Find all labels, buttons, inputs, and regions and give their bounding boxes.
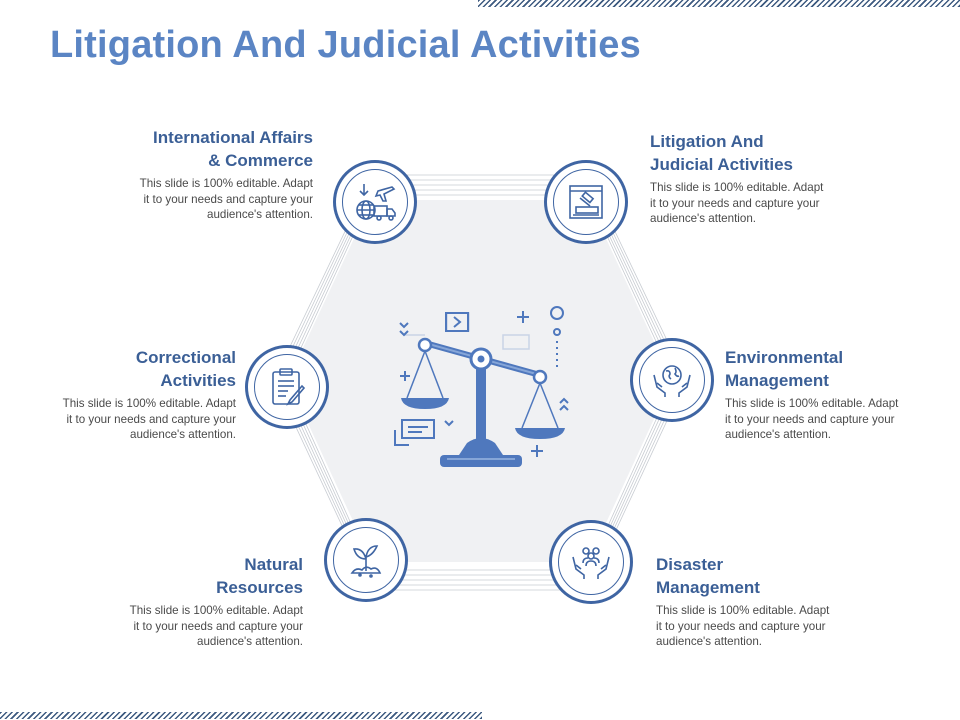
item-body: This slide is 100% editable. Adapt it to … bbox=[98, 176, 313, 223]
international-affairs-badge bbox=[333, 160, 417, 244]
body-line: This slide is 100% editable. Adapt bbox=[725, 397, 899, 410]
item-body: This slide is 100% editable. Adapt it to … bbox=[656, 603, 871, 650]
environmental-badge bbox=[630, 338, 714, 422]
decorative-stripe-bottom bbox=[0, 712, 482, 719]
hands-globe-icon bbox=[653, 365, 691, 397]
slide-title: Litigation And Judicial Activities bbox=[50, 24, 641, 66]
heading-line: Litigation And bbox=[650, 132, 764, 151]
litigation-badge bbox=[544, 160, 628, 244]
item-body: This slide is 100% editable. Adapt it to … bbox=[725, 396, 940, 443]
body-line: This slide is 100% editable. Adapt bbox=[650, 181, 824, 194]
body-line: it to your needs and capture your bbox=[650, 196, 820, 210]
heading-line: Correctional bbox=[135, 348, 236, 367]
body-line: audience's attention. bbox=[725, 428, 831, 441]
heading-line: International Affairs bbox=[153, 128, 313, 147]
body-line: This slide is 100% editable. Adapt bbox=[656, 604, 830, 617]
correctional-badge bbox=[245, 345, 329, 429]
body-line: audience's attention. bbox=[207, 208, 313, 221]
body-line: This slide is 100% editable. Adapt bbox=[139, 177, 313, 190]
body-line: it to your needs and capture your bbox=[725, 412, 895, 426]
body-line: audience's attention. bbox=[130, 428, 236, 441]
item-body: This slide is 100% editable. Adapt it to … bbox=[88, 603, 303, 650]
heading-line: Judicial Activities bbox=[650, 155, 793, 174]
heading-line: Management bbox=[725, 371, 829, 390]
balance-scale-icon bbox=[394, 306, 569, 467]
decorative-stripe-top bbox=[478, 0, 960, 7]
heading-line: Environmental bbox=[725, 348, 844, 367]
heading-line: Resources bbox=[216, 578, 303, 597]
item-body: This slide is 100% editable. Adapt it to … bbox=[650, 180, 865, 227]
item-heading: International Affairs & Commerce bbox=[98, 126, 313, 172]
body-line: This slide is 100% editable. Adapt bbox=[129, 604, 303, 617]
body-line: audience's attention. bbox=[656, 635, 762, 648]
body-line: it to your needs and capture your bbox=[66, 412, 236, 426]
body-line: audience's attention. bbox=[197, 635, 303, 648]
court-gavel-icon bbox=[569, 185, 603, 219]
body-line: it to your needs and capture your bbox=[143, 192, 313, 206]
international-affairs-item: International Affairs & Commerce This sli… bbox=[98, 126, 313, 223]
heading-line: Disaster bbox=[656, 555, 724, 574]
body-line: it to your needs and capture your bbox=[656, 619, 826, 633]
sprout-icon bbox=[350, 545, 382, 578]
natural-resources-badge bbox=[324, 518, 408, 602]
body-line: audience's attention. bbox=[650, 212, 756, 225]
heading-line: Natural bbox=[244, 555, 303, 574]
clipboard-pen-icon bbox=[272, 368, 306, 406]
heading-line: Activities bbox=[160, 371, 236, 390]
body-line: This slide is 100% editable. Adapt bbox=[62, 397, 236, 410]
disaster-management-badge bbox=[549, 520, 633, 604]
globe-plane-truck-icon bbox=[356, 184, 396, 221]
item-body: This slide is 100% editable. Adapt it to … bbox=[21, 396, 236, 443]
heading-line: & Commerce bbox=[208, 151, 313, 170]
hands-people-icon bbox=[572, 547, 610, 579]
heading-line: Management bbox=[656, 578, 760, 597]
body-line: it to your needs and capture your bbox=[133, 619, 303, 633]
